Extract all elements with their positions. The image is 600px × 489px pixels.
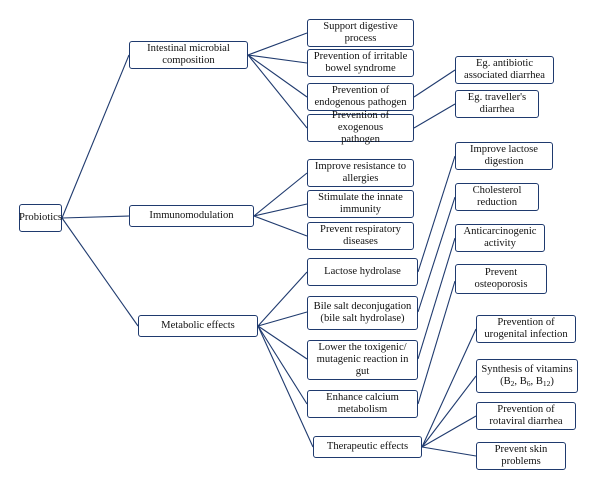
- effect-lactose-hydrolase: Lactose hydrolase: [307, 258, 418, 286]
- example-antibiotic-diarrhea: Eg. antibiotic associated diarrhea: [455, 56, 554, 84]
- outcome-label: Prevent osteoporosis: [474, 267, 528, 290]
- effect-prevention-endogenous-pathogen: Prevention of endogenous pathogen: [307, 83, 414, 111]
- outcome-cholesterol-reduction: Cholesterol reduction: [455, 183, 539, 211]
- therapeutic-label: Prevention of urogenital infection: [484, 317, 568, 340]
- root-label: Probiotics: [19, 212, 62, 223]
- outcome-label: Anticarcinogenic activity: [463, 226, 537, 249]
- effect-label: Support digestive process: [323, 21, 398, 44]
- effect-label: Prevention of endogenous pathogen: [314, 85, 407, 108]
- category-intestinal-microbial-composition: Intestinal microbial composition: [129, 41, 248, 69]
- therapeutic-prevention-urogenital-infection: Prevention of urogenital infection: [476, 315, 576, 343]
- vitamins-sep-1: , B: [514, 376, 527, 387]
- effect-enhance-calcium-metabolism: Enhance calcium metabolism: [307, 390, 418, 418]
- effect-label: Improve resistance to allergies: [314, 161, 407, 184]
- outcome-prevent-osteoporosis: Prevent osteoporosis: [455, 264, 547, 294]
- effect-label: Prevent respiratory diseases: [320, 224, 401, 247]
- therapeutic-prevent-skin-problems: Prevent skin problems: [476, 442, 566, 470]
- effect-label: Therapeutic effects: [326, 441, 409, 452]
- category-label: Intestinal microbial composition: [147, 43, 230, 66]
- example-label: Eg. traveller's diarrhea: [467, 92, 527, 115]
- effect-bile-salt-deconjugation: Bile salt deconjugation (bile salt hydro…: [307, 296, 418, 330]
- effect-support-digestive-process: Support digestive process: [307, 19, 414, 47]
- effect-label: Lactose hydrolase: [324, 266, 401, 277]
- vitamins-sep-2: , B: [530, 376, 543, 387]
- effect-prevent-respiratory-diseases: Prevent respiratory diseases: [307, 222, 414, 250]
- outcome-anticarcinogenic-activity: Anticarcinogenic activity: [455, 224, 545, 252]
- therapeutic-prevention-rotaviral-diarrhea: Prevention of rotaviral diarrhea: [476, 402, 576, 430]
- example-label: Eg. antibiotic associated diarrhea: [464, 58, 545, 81]
- therapeutic-label: Prevention of rotaviral diarrhea: [489, 404, 563, 427]
- effect-label: Lower the toxigenic/ mutagenic reaction …: [316, 342, 409, 377]
- effect-label: Prevention of irritable bowel syndrome: [313, 51, 408, 74]
- category-immunomodulation: Immunomodulation: [129, 205, 254, 227]
- therapeutic-label: Prevent skin problems: [494, 444, 548, 467]
- effect-prevention-exogenous-pathogen: Prevention of exogenous pathogen: [307, 110, 414, 145]
- outcome-label: Improve lactose digestion: [470, 144, 538, 167]
- category-metabolic-effects: Metabolic effects: [138, 315, 258, 337]
- effect-stimulate-innate-immunity: Stimulate the innate immunity: [307, 190, 414, 218]
- therapeutic-synthesis-of-vitamins: Synthesis of vitamins (B2, B6, B12): [476, 359, 578, 393]
- outcome-improve-lactose-digestion: Improve lactose digestion: [455, 142, 553, 170]
- category-label: Immunomodulation: [149, 210, 234, 221]
- vitamin-b12-sub: 12: [542, 379, 551, 388]
- effect-prevention-ibs: Prevention of irritable bowel syndrome: [307, 49, 414, 77]
- vitamins-open: (B: [500, 376, 511, 387]
- effect-improve-resistance-allergies: Improve resistance to allergies: [307, 159, 414, 187]
- effect-label: Bile salt deconjugation (bile salt hydro…: [313, 301, 412, 324]
- category-label: Metabolic effects: [161, 320, 235, 331]
- vitamin-b2-sub: 2: [510, 379, 515, 388]
- vitamins-close: ): [550, 376, 554, 387]
- vitamins-list: (B2, B6, B12): [500, 376, 554, 388]
- effect-therapeutic-effects: Therapeutic effects: [313, 436, 422, 458]
- effect-label: Prevention of exogenous pathogen: [331, 110, 390, 145]
- effect-label: Stimulate the innate immunity: [318, 192, 403, 215]
- vitamins-title: Synthesis of vitamins: [481, 364, 573, 375]
- outcome-label: Cholesterol reduction: [472, 185, 522, 208]
- example-traveller-diarrhea: Eg. traveller's diarrhea: [455, 90, 539, 118]
- effect-lower-toxigenic-reaction: Lower the toxigenic/ mutagenic reaction …: [307, 340, 418, 380]
- effect-label: Enhance calcium metabolism: [326, 392, 399, 415]
- root-node-probiotics: Probiotics: [19, 204, 62, 232]
- vitamin-b6-sub: 6: [526, 379, 531, 388]
